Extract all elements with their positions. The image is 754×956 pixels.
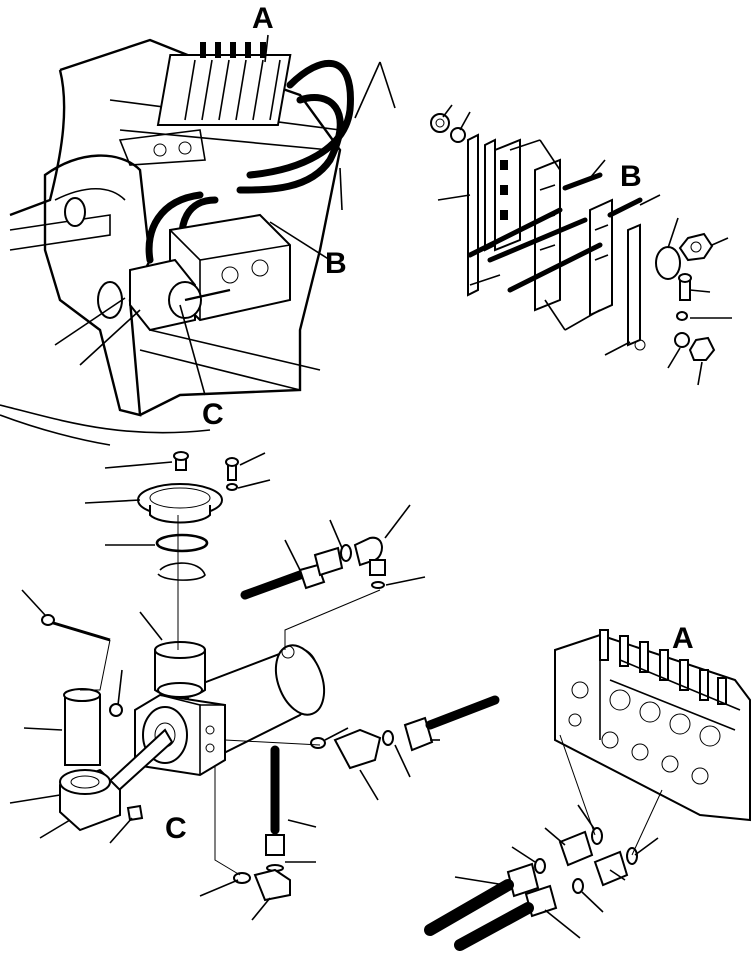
callout-b-right: B bbox=[620, 160, 642, 193]
callout-c-bottom: C bbox=[165, 812, 187, 845]
callout-a-top: A bbox=[252, 2, 274, 35]
bracket-exploded-view bbox=[430, 104, 732, 386]
callout-a-bottom: A bbox=[672, 622, 694, 655]
control-valve-view bbox=[424, 629, 751, 951]
callout-b-top: B bbox=[325, 247, 347, 280]
callout-c-top: C bbox=[202, 398, 224, 431]
cylinder-exploded-view bbox=[9, 451, 500, 921]
machine-assembly-view bbox=[0, 34, 396, 446]
